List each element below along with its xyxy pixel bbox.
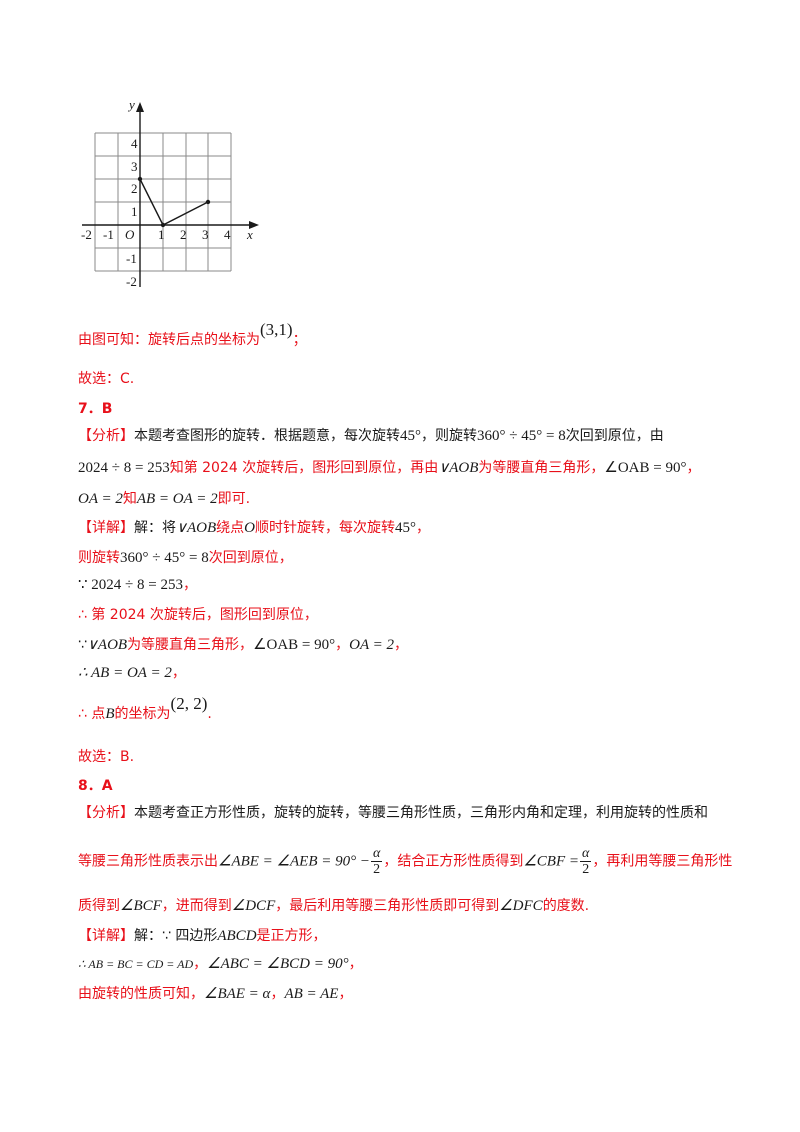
conclusion-text: 由图可知：旋转后点的坐标为 <box>78 332 260 348</box>
analysis-line-3: OA = 2知AB = OA = 2即可. <box>78 491 251 507</box>
y-tick: -1 <box>126 251 137 266</box>
y-tick: 1 <box>131 204 138 219</box>
x-axis-arrow-icon <box>249 221 259 229</box>
analysis-line-3: 质得到∠BCF，进而得到∠DCF，最后利用等腰三角形性质即可得到∠DFC的度数. <box>78 898 590 914</box>
detail-line-1: 【详解】解：将∨AOB绕点O顺时针旋转，每次旋转45°， <box>78 520 430 536</box>
detail-line-3: ∵ 2024 ÷ 8 = 253， <box>78 577 197 593</box>
detail-line-1: 【详解】解：∵ 四边形ABCD是正方形， <box>78 928 327 944</box>
answer-line: 由图可知：旋转后点的坐标为(3,1)； <box>78 320 307 349</box>
grid-lines <box>94 132 232 272</box>
rotated-point <box>205 199 211 205</box>
triangle-aob: ∨AOB <box>438 460 479 476</box>
detail-line-7: ∴ 点B的坐标为(2, 2). <box>78 694 212 723</box>
x-tick: 1 <box>158 227 165 242</box>
y-tick: 3 <box>131 159 138 174</box>
question-7-header: 7．B <box>78 401 113 417</box>
coordinate-value: (3,1) <box>260 320 293 339</box>
question-8-header: 8．A <box>78 778 113 794</box>
detail-line-2: ∴ AB = BC = CD = AD，∠ABC = ∠BCD = 90°， <box>78 956 363 972</box>
y-axis-arrow-icon <box>136 102 144 112</box>
y-tick: 4 <box>131 136 138 151</box>
angle-45: 45° <box>400 428 421 444</box>
detail-line-5: ∵∨AOB为等腰直角三角形，∠OAB = 90°，OA = 2， <box>78 637 408 653</box>
y-tick: -2 <box>126 274 137 289</box>
coordinate-value: (2, 2) <box>170 694 208 713</box>
detail-line-3: 由旋转的性质可知，∠BAE = α，AB = AE， <box>78 986 353 1002</box>
detail-tag: 【详解】 <box>78 520 134 536</box>
choice-line: 故选：C. <box>78 371 135 387</box>
analysis-tag: 【分析】 <box>78 805 134 821</box>
y-axis-label: y <box>127 97 135 112</box>
analysis-line-2: 2024 ÷ 8 = 253知第 2024 次旋转后，图形回到原位，再由∨AOB… <box>78 460 701 476</box>
choice-line: 故选：B. <box>78 749 135 765</box>
detail-line-6: ∴ AB = OA = 2， <box>78 665 186 681</box>
analysis-line-1: 【分析】本题考查正方形性质，旋转的旋转，等腰三角形性质，三角形内角和定理，利用旋… <box>78 805 708 821</box>
x-tick: 3 <box>202 227 209 242</box>
x-tick: 2 <box>180 227 187 242</box>
x-tick: 4 <box>224 227 231 242</box>
point-on-y-axis <box>137 176 143 182</box>
x-tick: -2 <box>81 227 92 242</box>
detail-tag: 【详解】 <box>78 928 134 944</box>
origin-label: O <box>125 227 135 242</box>
analysis-line-1: 【分析】本题考查图形的旋转．根据题意，每次旋转45°，则旋转360° ÷ 45°… <box>78 428 664 444</box>
coordinate-grid-figure: y x O -2 -1 1 2 3 4 4 3 2 1 -1 -2 <box>81 97 259 289</box>
detail-line-4: ∴ 第 2024 次旋转后，图形回到原位， <box>78 607 318 623</box>
division-expression: 360° ÷ 45° = 8 <box>477 428 566 444</box>
point-on-x-axis <box>160 222 166 228</box>
analysis-tag: 【分析】 <box>78 428 134 444</box>
x-axis-label: x <box>246 227 253 242</box>
y-tick: 2 <box>131 181 138 196</box>
x-tick: -1 <box>103 227 114 242</box>
detail-line-2: 则旋转360° ÷ 45° = 8次回到原位， <box>78 550 293 566</box>
